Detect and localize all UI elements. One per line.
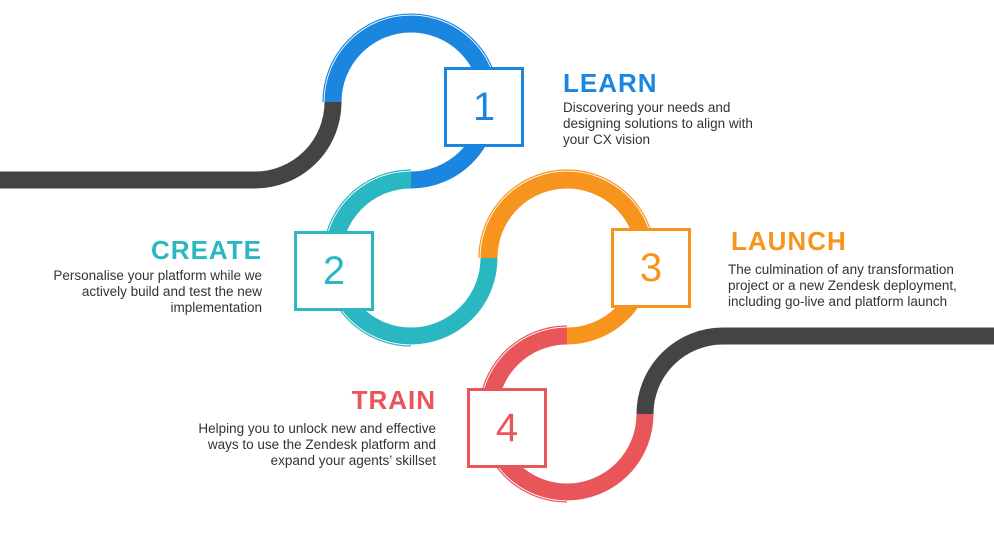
step-2-description: Personalise your platform while we activ… [53, 268, 262, 316]
step-3-title: LAUNCH [731, 226, 847, 256]
step-1-title: LEARN [563, 68, 658, 98]
step-2-number: 2 [322, 248, 346, 293]
step-3-description: The culmination of any transformation pr… [728, 262, 957, 310]
create-arc-bottom [410, 257, 498, 345]
track-right [636, 327, 994, 415]
step-1-description-line: your CX vision [563, 132, 651, 147]
step-1-number-box: 1 [444, 67, 524, 147]
step-1-number: 1 [472, 84, 496, 129]
step-3-number: 3 [639, 245, 663, 290]
learn-arc-outline [322, 13, 500, 103]
step-4-description: Helping you to unlock new and effective … [198, 421, 436, 469]
track-left [0, 101, 342, 189]
step-3-description-line: project or a new Zendesk deployment, [728, 278, 957, 293]
step-2-number-box: 2 [294, 231, 374, 311]
step-1-description: Discovering your needs and designing sol… [563, 100, 753, 148]
step-2-description-line: Personalise your platform while we [53, 268, 262, 283]
step-1-description-line: Discovering your needs and [563, 100, 731, 115]
launch-arc-outline [478, 169, 656, 259]
step-4-description-line: Helping you to unlock new and effective [198, 421, 436, 436]
step-4-number: 4 [495, 405, 519, 450]
step-4-description-line: expand your agents’ skillset [270, 453, 436, 468]
step-4-number-box: 4 [467, 388, 547, 468]
step-3-description-line: The culmination of any transformation [728, 262, 954, 277]
step-4-title: TRAIN [351, 385, 436, 415]
step-2-description-line: actively build and test the new [81, 284, 262, 299]
step-3-number-box: 3 [611, 228, 691, 308]
step-2-description-line: implementation [170, 300, 262, 315]
step-1-description-line: designing solutions to align with [563, 116, 753, 131]
step-4-description-line: ways to use the Zendesk platform and [207, 437, 436, 452]
launch-arc [480, 171, 654, 259]
step-3-description-line: including go-live and platform launch [728, 294, 948, 309]
step-2-title: CREATE [151, 235, 262, 265]
train-arc-bottom [566, 413, 654, 501]
